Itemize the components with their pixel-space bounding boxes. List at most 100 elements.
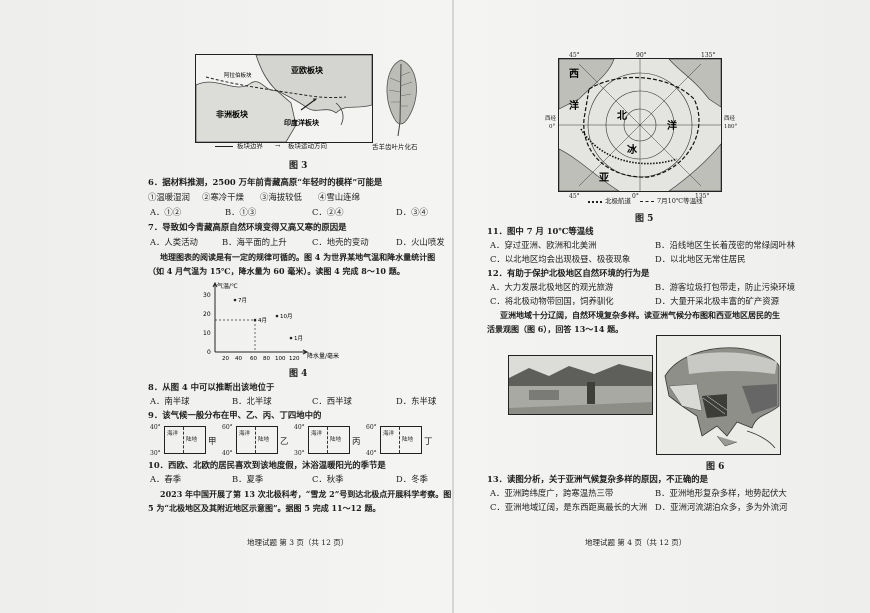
q9-map-jia[interactable]: 40° 30° 海洋 陆地 甲 <box>150 424 220 457</box>
eurasian-plate-label: 亚欧板块 <box>291 65 324 75</box>
figure-3-map: 亚欧板块 非洲板块 印度洋板块 阿拉伯板块 <box>195 54 373 143</box>
page-fold <box>452 0 454 613</box>
fig5-lon-top-135: 135° <box>701 52 716 59</box>
q11-stem: 11．图中 7 月 10℃等温线 <box>487 226 594 236</box>
q9-stem: 9．该气候一般分布在甲、乙、丙、丁四地中的 <box>148 410 322 420</box>
fig5-label-ocean-a: 洋 <box>569 99 579 112</box>
q11-option-c[interactable]: C．以北地区均会出现极昼、极夜现象 <box>490 254 631 264</box>
q6-option-a[interactable]: A．①② <box>150 207 182 217</box>
q12-option-a[interactable]: A．大力发展北极地区的观光旅游 <box>490 282 614 292</box>
q8-stem: 8．从图 4 中可以推断出该地位于 <box>148 382 275 392</box>
figure-6-caption: 图 6 <box>706 462 725 472</box>
q6-option-b[interactable]: B．①③ <box>225 207 257 217</box>
svg-text:7月: 7月 <box>238 297 247 304</box>
fig5-label-north: 北 <box>617 109 627 122</box>
map-bing-land: 陆地 <box>330 437 342 443</box>
map-yi-sea: 海洋 <box>239 431 251 437</box>
figure-4-caption: 图 4 <box>289 369 308 379</box>
left-page-footer: 地理试题 第 3 页（共 12 页） <box>247 538 349 547</box>
fossil-caption: 舌羊齿叶片化石 <box>372 143 418 151</box>
q8-option-d[interactable]: D．东半球 <box>396 396 437 406</box>
map-yi-frame: 海洋 陆地 <box>236 426 278 454</box>
q11-option-b[interactable]: B．沿线地区生长着茂密的常绿阔叶林 <box>655 240 796 250</box>
indian-plate-label: 印度洋板块 <box>284 118 320 127</box>
legend-isotherm-label: 7月10℃等温线 <box>657 197 703 205</box>
q13-stem: 13．读图分析，关于亚洲气候复杂多样的原因，不正确的是 <box>487 474 709 484</box>
q10-option-a[interactable]: A．春季 <box>150 474 182 484</box>
q7-option-a[interactable]: A．人类活动 <box>150 237 198 247</box>
q13-option-c[interactable]: C．亚洲地域辽阔，是东西距离最长的大洲 <box>490 502 648 512</box>
map-ding-sea: 海洋 <box>383 431 395 437</box>
map-yi-top-lat: 60° <box>222 424 233 431</box>
arctic-intro-line2: 5 为“北极地区及其附近地区示意图”。据图 5 完成 11～12 题。 <box>148 503 381 513</box>
map-ding-bottom-lat: 40° <box>366 450 377 457</box>
q8-option-c[interactable]: C．西半球 <box>312 396 352 406</box>
q9-map-yi[interactable]: 60° 40° 海洋 陆地 乙 <box>222 424 292 457</box>
map-jia-sea: 海洋 <box>167 431 179 437</box>
map-bing-top-lat: 40° <box>294 424 305 431</box>
fig4-ytick-10: 10 <box>203 330 211 337</box>
q9-map-ding[interactable]: 60° 40° 海洋 陆地 丁 <box>366 424 436 457</box>
fig5-east-lon-value: 180° <box>724 124 738 130</box>
right-page-footer: 地理试题 第 4 页（共 12 页） <box>585 538 687 547</box>
figure-3-caption: 图 3 <box>289 161 308 171</box>
q10-option-d[interactable]: D．冬季 <box>396 474 428 484</box>
figure-4-chart: 气温/℃ 降水量/毫米 30 20 10 0 20 40 60 80 100 1… <box>203 281 339 362</box>
climate-intro-line2: （如 4 月气温为 15℃，降水量为 60 毫米）。读图 4 完成 8～10 题… <box>148 266 405 276</box>
climate-intro-line1: 地理图表的阅读是有一定的规律可循的。图 4 为世界某地气温和降水量统计图 <box>160 252 436 262</box>
figure-6-landscape-photo <box>508 355 653 415</box>
q11-option-d[interactable]: D．以北地区无常住居民 <box>655 254 746 264</box>
figure-6-asia-climate-map <box>656 335 781 455</box>
map-yi-name: 乙 <box>280 436 289 446</box>
q7-option-b[interactable]: B．海平面的上升 <box>222 237 287 247</box>
q6-option-c[interactable]: C．②④ <box>312 207 344 217</box>
q10-option-b[interactable]: B．夏季 <box>232 474 264 484</box>
legend-arrow-icon: → <box>275 142 281 150</box>
map-ding-name: 丁 <box>424 436 433 446</box>
svg-text:1月: 1月 <box>294 335 303 342</box>
fig5-lon-bottom-0: 0° <box>632 193 639 200</box>
q6-stem: 6．据材料推测，2500 万年前青藏高原“年轻时的模样”可能是 <box>148 177 383 187</box>
map-jia-name: 甲 <box>208 436 217 446</box>
figure-5-caption: 图 5 <box>635 214 654 224</box>
fig5-label-ice: 冰 <box>627 143 638 156</box>
fig5-label-west: 西 <box>569 68 579 80</box>
q7-option-c[interactable]: C．地壳的变动 <box>312 237 369 247</box>
q6-option-d[interactable]: D．③④ <box>396 207 428 217</box>
q12-option-d[interactable]: D．大量开采北极丰富的矿产资源 <box>655 296 779 306</box>
fig4-xtick-20: 20 <box>222 356 229 362</box>
q6-statement-3: ③海拔较低 <box>260 192 302 202</box>
q12-stem: 12．有助于保护北极地区自然环境的行为是 <box>487 268 650 278</box>
asia-climate-drawing <box>657 336 780 454</box>
q13-option-b[interactable]: B．亚洲地形复杂多样，地势起伏大 <box>655 488 787 498</box>
map-yi-bottom-lat: 40° <box>222 450 233 457</box>
map-ding-top-lat: 60° <box>366 424 377 431</box>
q9-map-bing[interactable]: 40° 30° 海洋 陆地 丙 <box>294 424 364 457</box>
legend-boundary-label: 板块边界 <box>237 142 263 150</box>
fig4-ylabel: 气温/℃ <box>217 282 238 290</box>
q13-option-d[interactable]: D．亚洲河流湖泊众多，多为外流河 <box>655 502 788 512</box>
arctic-intro-line1: 2023 年中国开展了第 13 次北极科考，“雪龙 2”号到达北极点开展科学考察… <box>160 489 452 499</box>
q11-option-a[interactable]: A．穿过亚洲、欧洲和北美洲 <box>490 240 597 250</box>
q8-option-a[interactable]: A．南半球 <box>150 396 190 406</box>
map-bing-bottom-lat: 30° <box>294 450 305 457</box>
q7-option-d[interactable]: D．火山喷发 <box>396 237 445 247</box>
q8-option-b[interactable]: B．北半球 <box>232 396 272 406</box>
q7-stem: 7．导致如今青藏高原自然环境变得又高又寒的原因是 <box>148 222 347 232</box>
q6-statement-4: ④雪山连绵 <box>318 192 360 202</box>
fig5-lon-top-45: 45° <box>569 52 580 59</box>
arab-plate-label: 阿拉伯板块 <box>224 71 252 79</box>
desert-landscape-drawing <box>509 356 652 414</box>
q13-option-a[interactable]: A．亚洲跨纬度广，跨寒温热三带 <box>490 488 614 498</box>
q12-option-c[interactable]: C．将北极动物带回国，饲养驯化 <box>490 296 614 306</box>
q6-statement-1: ①温暖湿润 <box>148 192 190 202</box>
q10-option-c[interactable]: C．秋季 <box>312 474 344 484</box>
legend-route-line <box>588 201 602 203</box>
fossil-leaf-image <box>386 59 417 137</box>
fig5-lon-top-90: 90° <box>636 52 647 59</box>
q12-option-b[interactable]: B．游客垃圾打包带走，防止污染环境 <box>655 282 796 292</box>
fig4-xtick-100: 100 <box>275 356 286 362</box>
fig4-ytick-0: 0 <box>207 349 211 356</box>
figure-5-arctic-map: 西 洋 洋 亚 北 冰 <box>558 58 722 192</box>
